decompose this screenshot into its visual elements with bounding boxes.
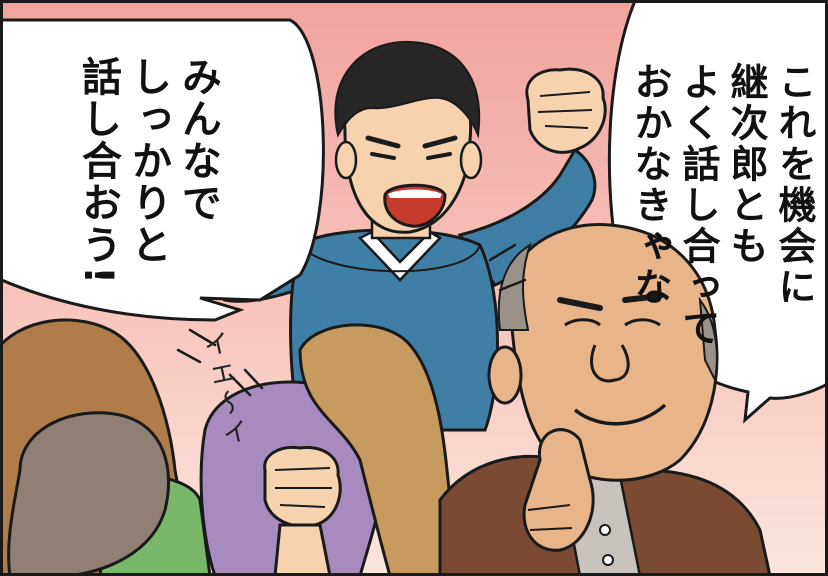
crowd [0,318,454,576]
crowd-gray-hair-person [7,411,171,576]
right-bubble-line-3: よく話し合って [676,62,720,349]
crowd-raised-fist [263,445,342,528]
left-bubble-line-3: 話し合おう! [75,56,121,287]
young-man-hair [334,40,481,139]
old-man-hair [497,242,532,331]
right-bubble-line-4: おかなきゃな [628,62,672,308]
left-speech-bubble-shape [0,18,325,322]
old-man [438,222,772,576]
right-bubble-line-2: 継次郎とも [724,62,768,267]
left-bubble-line-2: しっかりと [125,56,171,266]
left-bubble-line-1: みんなで [175,56,221,224]
right-bubble-line-1: これを機会に [772,62,816,308]
motion-lines [176,243,527,397]
old-man-hand [522,428,595,552]
